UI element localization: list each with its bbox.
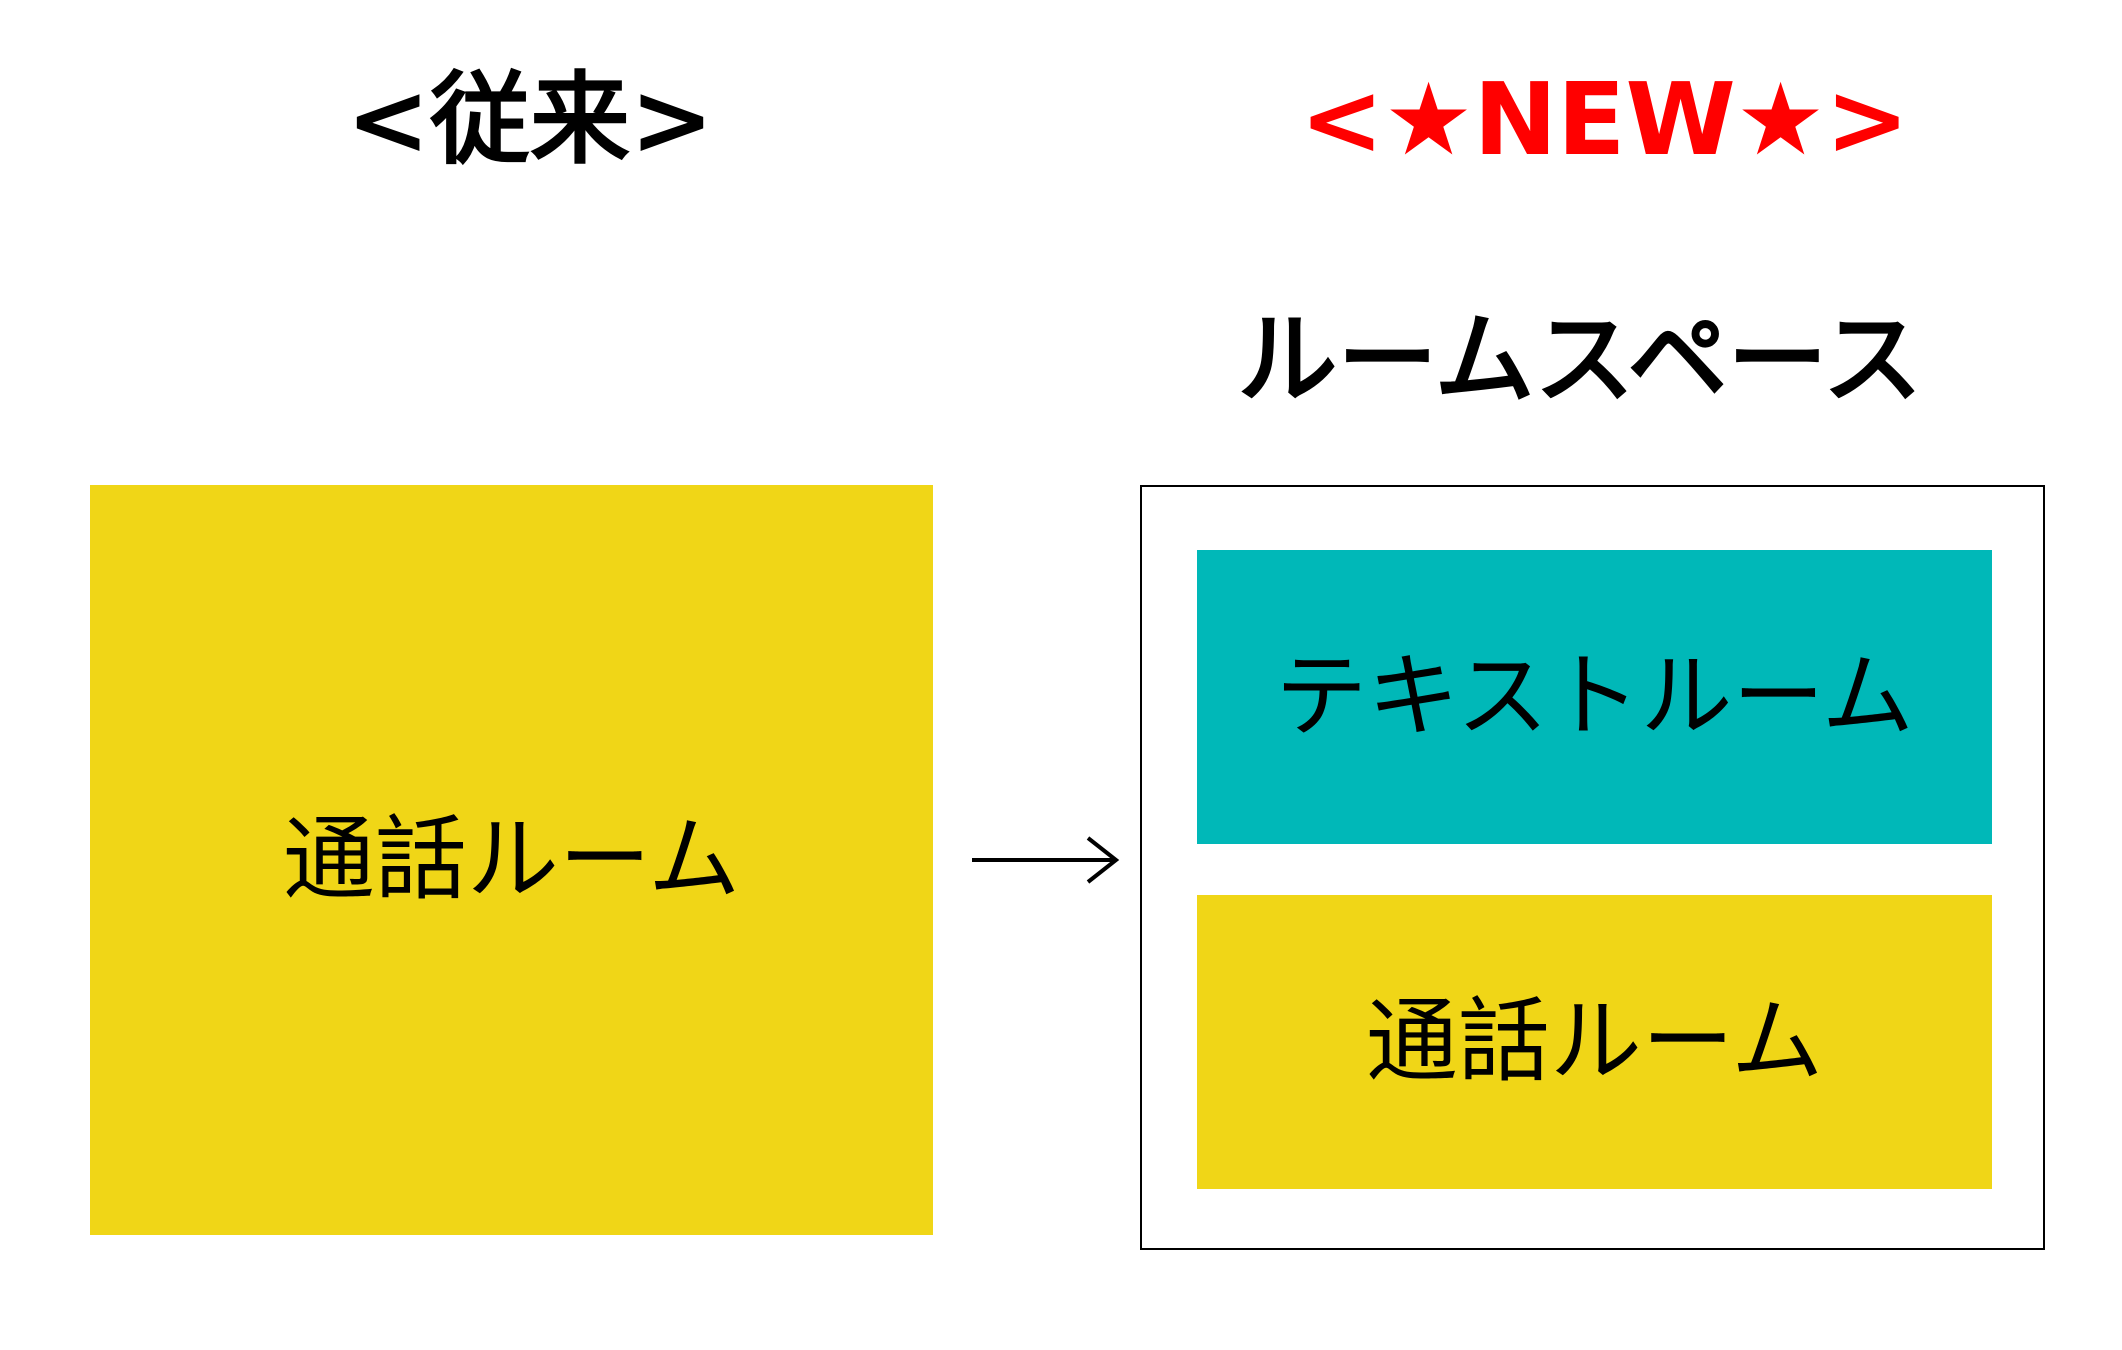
new-heading: <★NEW★>	[1300, 61, 1910, 178]
room-space-frame	[1140, 485, 2045, 1250]
legacy-call-room-box: 通話ルーム	[90, 485, 933, 1235]
legacy-heading: <従来>	[346, 61, 714, 178]
text-room-box: テキストルーム	[1197, 550, 1992, 844]
right-arrow-icon	[972, 836, 1120, 884]
room-space-title: ルームスペース	[1237, 301, 1923, 418]
text-room-label: テキストルーム	[1275, 643, 1914, 750]
new-call-room-box: 通話ルーム	[1197, 895, 1992, 1189]
new-call-room-label: 通話ルーム	[1365, 988, 1824, 1095]
legacy-call-room-label: 通話ルーム	[282, 806, 741, 913]
